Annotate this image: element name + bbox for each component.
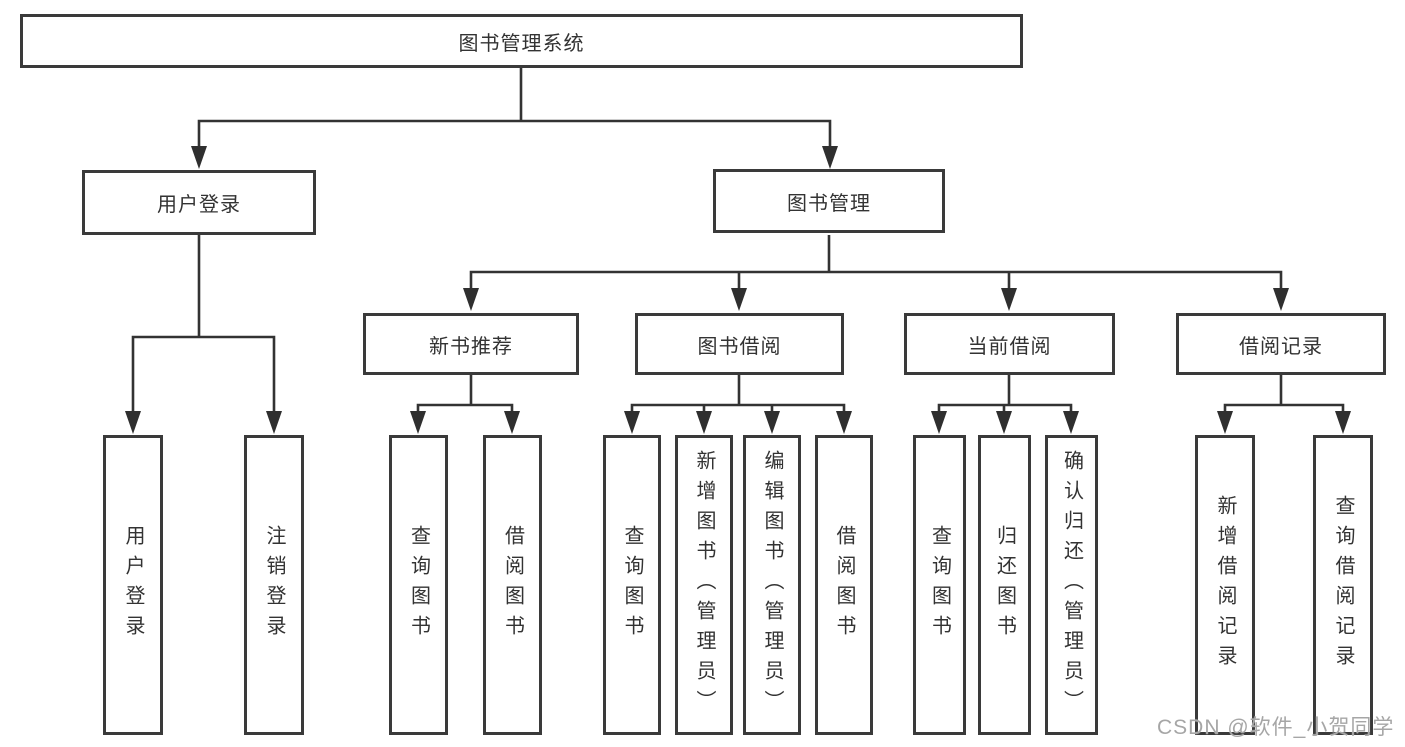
node-book-borrowing: 图书借阅	[635, 313, 844, 375]
leaf-add-book-admin: 新增图书（管理员）	[675, 435, 733, 735]
leaf-borrow-books-label: 借阅图书	[833, 525, 855, 645]
connector-arrowhead	[1063, 411, 1079, 434]
connector-arrowhead	[996, 411, 1012, 434]
connector-arrowhead	[696, 411, 712, 434]
leaf-query-books-current-label: 查询图书	[928, 525, 951, 645]
connector-arrowhead	[764, 411, 780, 434]
leaf-add-book-admin-label: 新增图书（管理员）	[693, 450, 715, 720]
leaf-user-login: 用户登录	[103, 435, 163, 735]
leaf-query-books-borrow: 查询图书	[603, 435, 661, 735]
connector-arrowhead	[822, 146, 838, 169]
node-book-management-module: 图书管理	[713, 169, 945, 233]
leaf-confirm-return-admin-label: 确认归还（管理员）	[1060, 450, 1083, 720]
leaf-query-books-recommend: 查询图书	[389, 435, 448, 735]
node-book-borrowing-label: 图书借阅	[697, 335, 782, 358]
leaf-borrow-books-recommend: 借阅图书	[483, 435, 542, 735]
node-current-borrowing: 当前借阅	[904, 313, 1115, 375]
leaf-edit-book-admin-label: 编辑图书（管理员）	[761, 450, 783, 720]
node-root-system-label: 图书管理系统	[458, 32, 585, 55]
leaf-edit-book-admin: 编辑图书（管理员）	[743, 435, 801, 735]
connector-arrowhead	[463, 288, 479, 311]
node-borrowing-records: 借阅记录	[1176, 313, 1386, 375]
node-root-system: 图书管理系统	[20, 14, 1023, 68]
node-current-borrowing-label: 当前借阅	[967, 335, 1052, 358]
leaf-query-books-recommend-label: 查询图书	[407, 525, 430, 645]
connector-arrowhead	[931, 411, 947, 434]
leaf-query-books-current: 查询图书	[913, 435, 966, 735]
connector-arrowhead	[504, 411, 520, 434]
connector-arrowhead	[836, 411, 852, 434]
connector-arrowhead	[191, 146, 207, 169]
leaf-query-borrow-record: 查询借阅记录	[1313, 435, 1373, 735]
leaf-borrow-books-recommend-label: 借阅图书	[501, 525, 524, 645]
node-new-book-recommendation-label: 新书推荐	[429, 335, 513, 358]
node-book-management-module-label: 图书管理	[787, 192, 871, 215]
node-user-login-module: 用户登录	[82, 170, 316, 235]
connector-arrowhead	[1001, 288, 1017, 311]
leaf-query-books-borrow-label: 查询图书	[621, 525, 643, 645]
leaf-logout-label: 注销登录	[263, 525, 285, 645]
connector-arrowhead	[125, 411, 141, 434]
leaf-add-borrow-record: 新增借阅记录	[1195, 435, 1255, 735]
node-user-login-module-label: 用户登录	[157, 194, 241, 216]
leaf-logout: 注销登录	[244, 435, 304, 735]
connector-arrowhead	[266, 411, 282, 434]
leaf-user-login-label: 用户登录	[122, 525, 144, 645]
connector-arrowhead	[1217, 411, 1233, 434]
leaf-add-borrow-record-label: 新增借阅记录	[1214, 495, 1236, 675]
leaf-confirm-return-admin: 确认归还（管理员）	[1045, 435, 1098, 735]
leaf-query-borrow-record-label: 查询借阅记录	[1332, 495, 1354, 675]
connector-lines	[131, 68, 1345, 413]
leaf-borrow-books: 借阅图书	[815, 435, 873, 735]
csdn-watermark: CSDN @软件_小贺同学	[1157, 716, 1395, 739]
connector-arrowhead	[1273, 288, 1289, 311]
connector-arrowhead	[624, 411, 640, 434]
connector-arrowhead	[731, 288, 747, 311]
leaf-return-book-label: 归还图书	[993, 525, 1016, 645]
connector-arrowhead	[1335, 411, 1351, 434]
leaf-return-book: 归还图书	[978, 435, 1031, 735]
connector-arrowhead	[410, 411, 426, 434]
node-new-book-recommendation: 新书推荐	[363, 313, 579, 375]
node-borrowing-records-label: 借阅记录	[1239, 335, 1323, 358]
